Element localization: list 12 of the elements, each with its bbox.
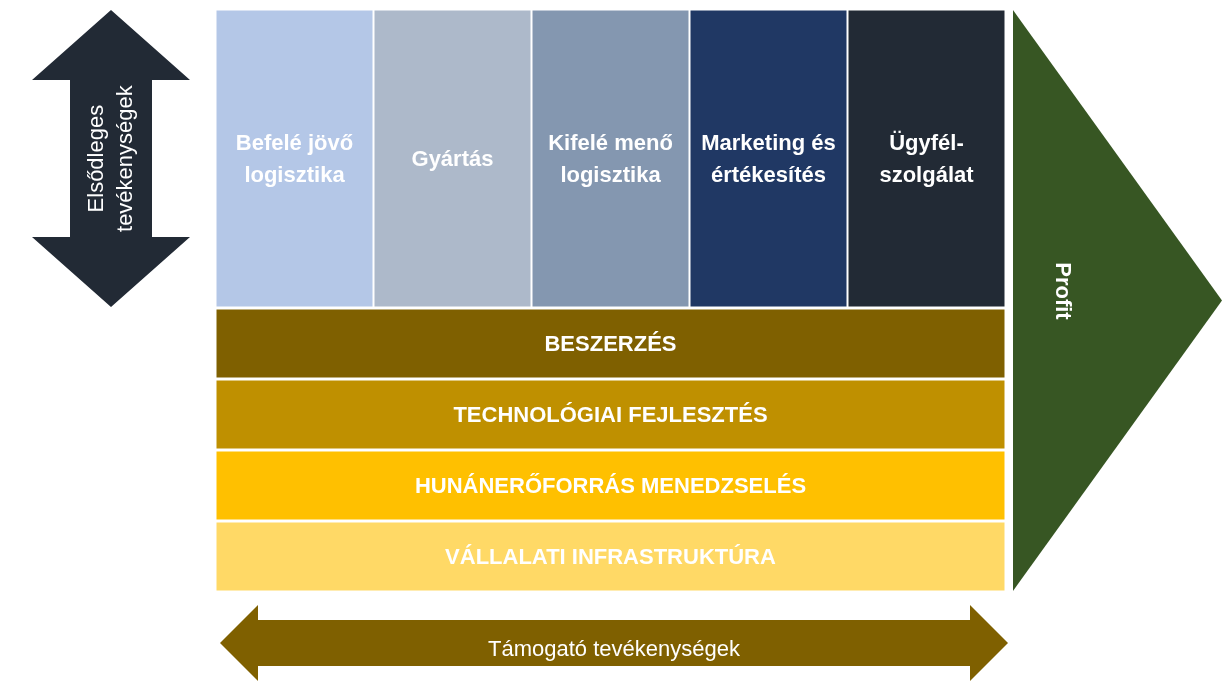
activity-label: Kifelé menő logisztika	[547, 128, 674, 189]
activity-group-label: Támogató tevékenységek	[488, 635, 740, 664]
activity-label: Marketing és értékesítés	[700, 128, 837, 189]
activity-label: Gyártás	[410, 144, 495, 173]
activity-label: Ügyfél-szolgálat	[878, 128, 975, 189]
activity-label: HUNÁNERŐFORRÁS MENEDZSELÉS	[414, 471, 807, 500]
activity-label: BESZERZÉS	[544, 329, 677, 358]
profit-label: Profit	[1049, 261, 1077, 320]
activity-label: TECHNOLÓGIAI FEJLESZTÉS	[453, 400, 768, 429]
activity-group-label: Elsődleges tevékenységek	[82, 84, 138, 234]
activity-label: Befelé jövő logisztika	[234, 128, 355, 189]
activity-label: VÁLLALATI INFRASTRUKTÚRA	[445, 542, 776, 571]
